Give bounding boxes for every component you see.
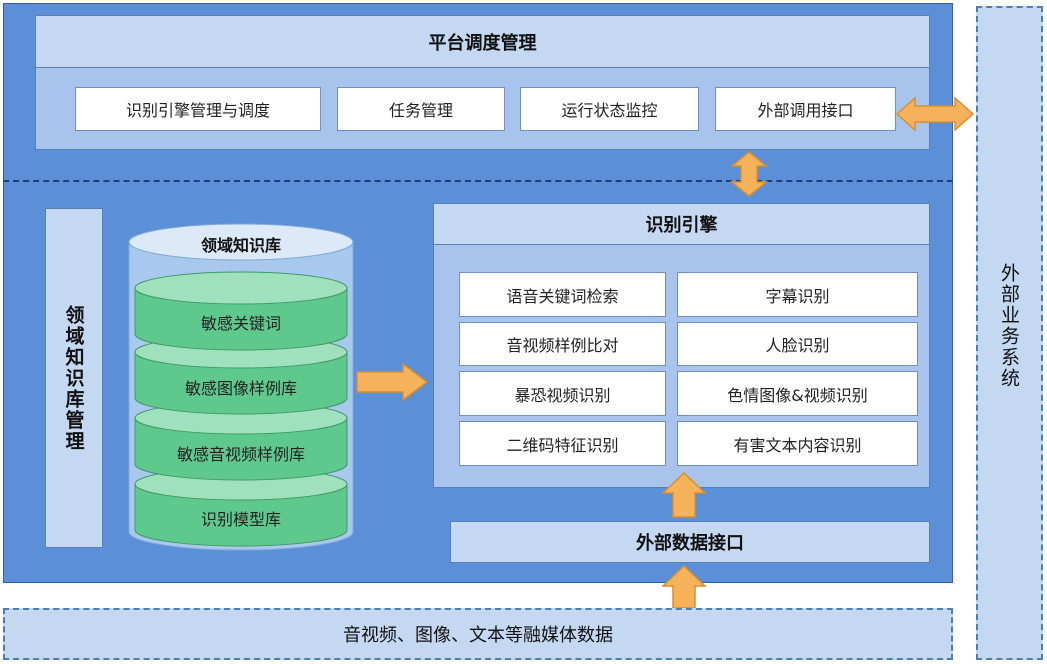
engine-item-voice-keyword[interactable]: 语音关键词检索 (459, 272, 666, 317)
kb-layer-sensitive-images: 敏感图像样例库 (184, 379, 297, 398)
double-arrow-vertical-icon (730, 151, 768, 197)
task-management-button[interactable]: 任务管理 (337, 87, 505, 131)
external-system-box: 外部业务系统 (976, 6, 1043, 660)
kb-layer-sensitive-av: 敏感音视频样例库 (176, 445, 305, 464)
knowledge-mgmt-label: 领域知识库管理 (62, 304, 85, 452)
external-data-interface: 外部数据接口 (450, 521, 930, 563)
arrow-up-icon (661, 564, 707, 609)
arrow-right-icon (356, 362, 429, 402)
arrow-up-icon (661, 471, 707, 518)
external-system-label: 外部业务系统 (998, 263, 1020, 389)
engine-item-face[interactable]: 人脸识别 (677, 322, 918, 366)
engine-management-button[interactable]: 识别引擎管理与调度 (75, 87, 321, 131)
engine-item-subtitle[interactable]: 字幕识别 (677, 272, 918, 317)
status-monitor-button[interactable]: 运行状态监控 (520, 87, 699, 131)
engine-item-av-compare[interactable]: 音视频样例比对 (459, 322, 666, 366)
knowledge-base-title: 领域知识库 (200, 236, 281, 255)
media-data-label: 音视频、图像、文本等融媒体数据 (343, 625, 613, 646)
media-data-bar: 音视频、图像、文本等融媒体数据 (3, 608, 953, 660)
engine-item-harmful-text[interactable]: 有害文本内容识别 (677, 421, 918, 466)
external-call-interface-button[interactable]: 外部调用接口 (715, 87, 896, 131)
kb-layer-sensitive-keywords: 敏感关键词 (200, 314, 281, 333)
knowledge-mgmt-box: 领域知识库管理 (45, 208, 103, 548)
platform-title: 平台调度管理 (35, 15, 930, 68)
kb-layer-models: 识别模型库 (200, 510, 281, 529)
engine-item-qrcode[interactable]: 二维码特征识别 (459, 421, 666, 466)
knowledge-base-cylinder (128, 223, 354, 551)
section-divider (3, 180, 953, 182)
engine-item-violence-video[interactable]: 暴恐视频识别 (459, 371, 666, 416)
double-arrow-horizontal-icon (895, 96, 975, 132)
engine-item-porn[interactable]: 色情图像&视频识别 (677, 371, 918, 416)
engine-title: 识别引擎 (433, 203, 930, 245)
